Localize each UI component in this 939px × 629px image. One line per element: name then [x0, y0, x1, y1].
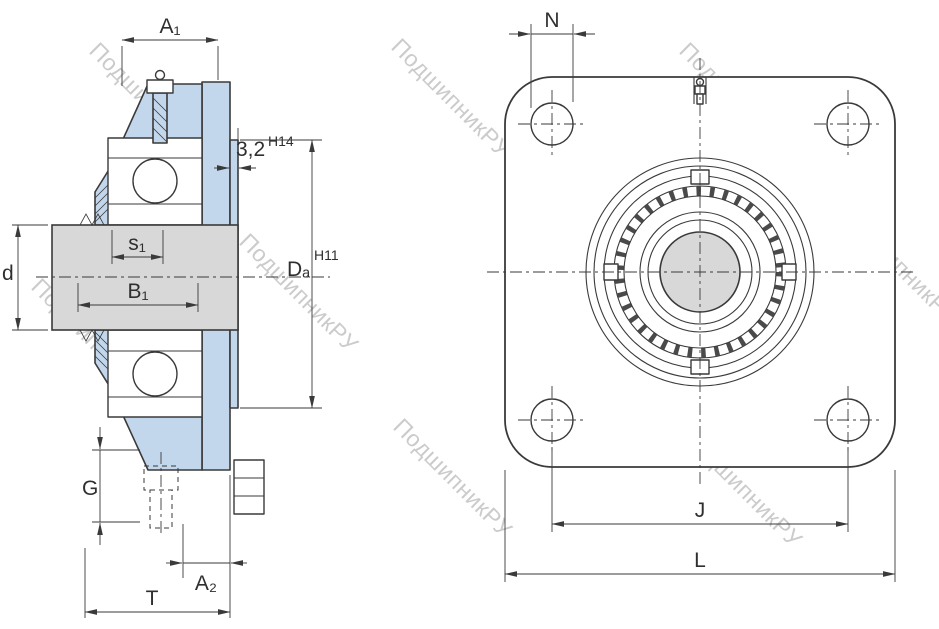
adapter-thread-top [79, 213, 105, 226]
dim-d: d [2, 224, 48, 331]
dim-g: G [82, 427, 140, 545]
dim-label-d: d [2, 262, 14, 285]
dim-label-da: Dₐ [287, 258, 310, 281]
bolt-hole [814, 90, 882, 158]
watermark-text: ПодшипникРУ [386, 33, 515, 162]
dim-flange-width: 3,2 H14 [214, 128, 294, 176]
grub-screw-tip [154, 69, 166, 81]
bolt-hole [814, 386, 882, 454]
shaft [51, 213, 239, 342]
dim-label-j: J [695, 499, 706, 522]
dim-label-g: G [82, 477, 98, 500]
side-section-view: A₁ 3,2 H14 s₁ B₁ d [2, 15, 339, 618]
dim-j: J [551, 447, 849, 532]
dim-label-l: L [694, 549, 706, 572]
bolt-hole [518, 90, 586, 158]
dim-s1: s₁ [111, 230, 164, 264]
dim-a2: A₂ [166, 475, 247, 618]
dim-a1: A₁ [121, 15, 219, 86]
dim-da: Dₐ H11 [240, 139, 339, 409]
bearing-ball-top [132, 158, 178, 204]
front-view: N J L [487, 9, 913, 582]
watermark-text: ПодшипникРУ [388, 413, 517, 542]
dim-label-flange-width: 3,2 [236, 138, 265, 161]
dim-label-s1: s₁ [128, 232, 146, 255]
grub-screw [146, 69, 174, 144]
adapter-thread-bottom [79, 329, 105, 342]
bearing-top [107, 137, 203, 226]
bolt-hole [518, 386, 586, 454]
dim-label-b1: B₁ [127, 280, 148, 303]
section-hatching [94, 183, 111, 372]
grease-fitting-side [233, 459, 265, 515]
shaft-body [51, 224, 239, 331]
dim-label-a2: A₂ [195, 572, 217, 595]
dim-label-n: N [544, 9, 559, 32]
dim-label-flange-width-tol: H14 [268, 133, 294, 149]
bearing-bottom [107, 329, 203, 418]
grease-fitting [143, 452, 265, 536]
grease-fitting-hidden-body [149, 489, 173, 529]
grub-screw-nut [146, 79, 174, 94]
bolt-holes [518, 90, 882, 454]
dim-n: N [509, 9, 595, 108]
bearing-ball-bottom [132, 351, 178, 397]
dim-b1: B₁ [77, 280, 199, 312]
dim-t: T [84, 548, 231, 618]
dim-label-a1: A₁ [159, 15, 180, 38]
dim-label-da-tol: H11 [314, 247, 339, 263]
dim-label-t: T [146, 587, 159, 610]
watermark-text: ПодшипникРУ [234, 228, 363, 357]
dim-l: L [504, 470, 896, 582]
